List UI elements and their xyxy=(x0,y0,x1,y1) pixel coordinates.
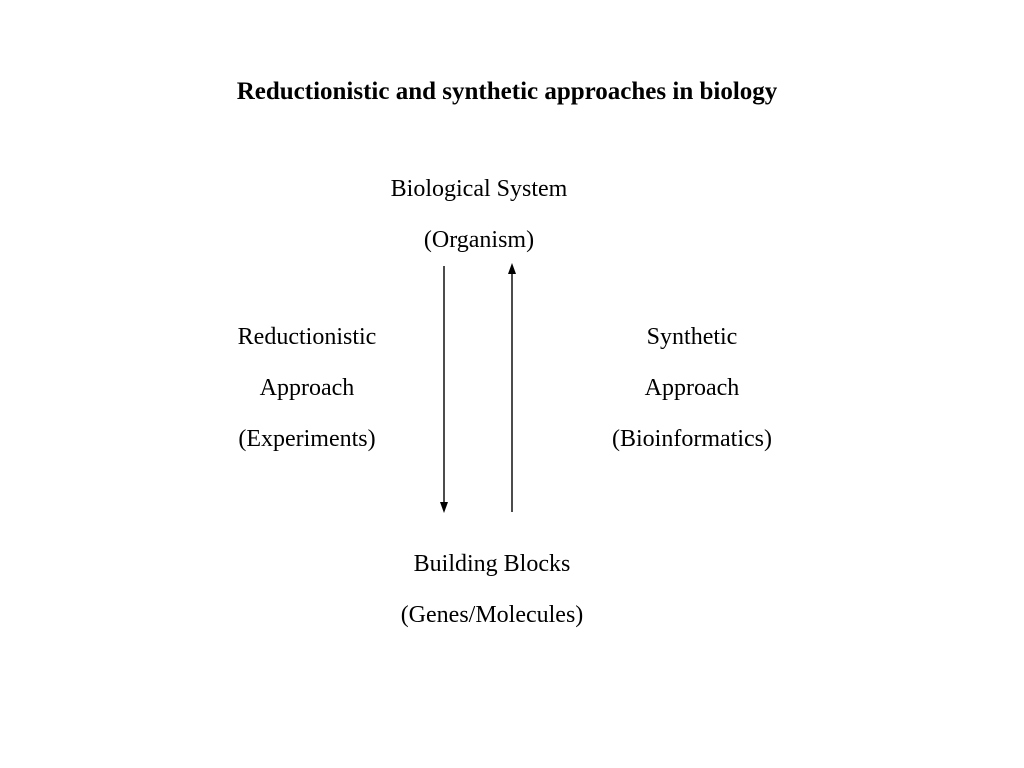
genes-molecules-label: (Genes/Molecules) xyxy=(400,602,584,628)
up-arrow-head xyxy=(508,263,516,274)
down-arrow xyxy=(440,266,448,513)
building-blocks-label: Building Blocks xyxy=(413,551,571,577)
down-arrow-head xyxy=(440,502,448,513)
synthetic-label: Synthetic xyxy=(646,324,738,350)
synthetic-approach-node: Synthetic Approach (Bioinformatics) xyxy=(542,312,842,465)
biological-system-label: Biological System xyxy=(390,176,568,202)
reductionistic-label: Reductionistic xyxy=(237,324,377,350)
organism-label: (Organism) xyxy=(423,227,535,253)
diagram-title: Reductionistic and synthetic approaches … xyxy=(236,78,778,105)
reductionistic-approach-node: Reductionistic Approach (Experiments) xyxy=(157,312,457,465)
bioinformatics-label: (Bioinformatics) xyxy=(612,426,772,452)
reductionistic-approach-label: Approach xyxy=(259,375,355,401)
up-arrow xyxy=(508,263,516,512)
building-blocks-node: Building Blocks (Genes/Molecules) xyxy=(342,539,642,641)
biological-system-node: Biological System (Organism) xyxy=(329,164,629,266)
synthetic-approach-label: Approach xyxy=(644,375,740,401)
experiments-label: (Experiments) xyxy=(238,426,376,452)
